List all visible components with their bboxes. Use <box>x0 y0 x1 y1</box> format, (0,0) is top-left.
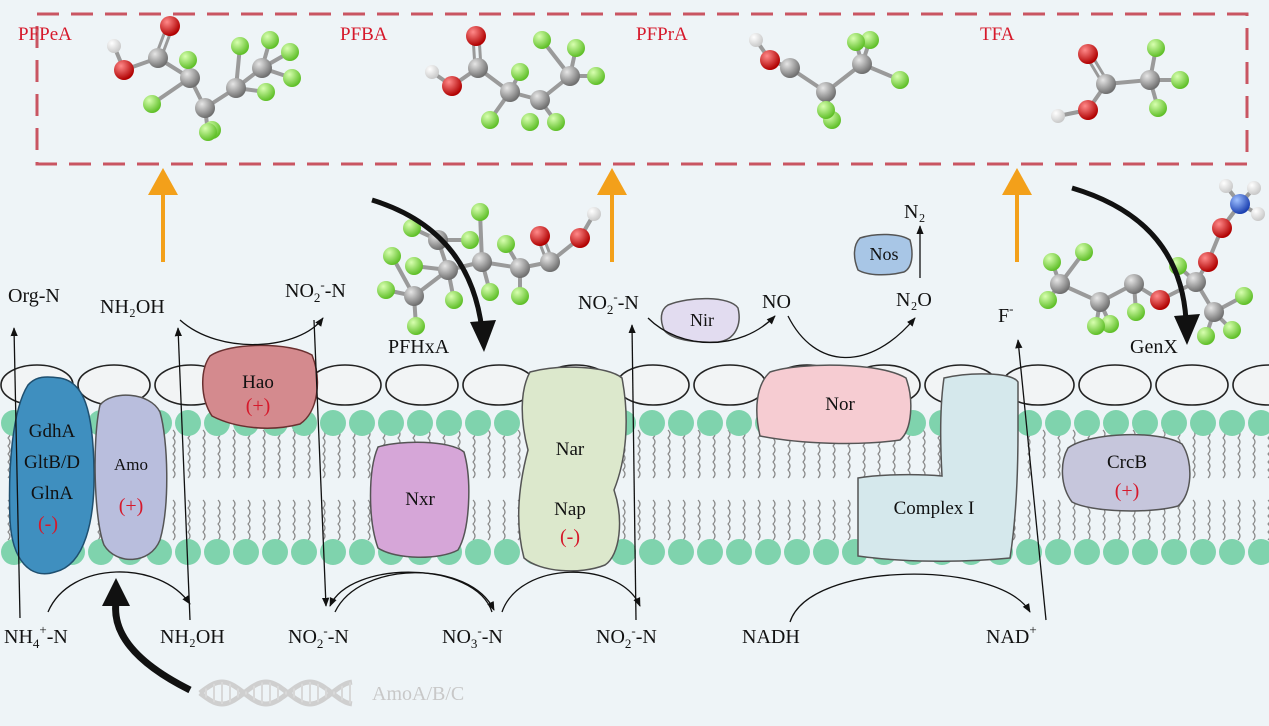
arrow-nh4-to-orgn <box>10 327 21 619</box>
enzyme-label-nar: Nar <box>556 439 585 460</box>
orange-arrow-3 <box>1002 168 1032 262</box>
arrow-nh2oh-up <box>174 327 191 621</box>
surface-ovals <box>0 364 1269 406</box>
molecule-genx <box>1039 179 1265 345</box>
molecule-pfhxa <box>377 203 601 335</box>
species-nh4: NH4+-N <box>4 622 68 651</box>
amo-enzyme <box>94 394 168 561</box>
gdh-effect-sign: (-) <box>38 513 58 535</box>
arrow-no2-down <box>313 319 330 607</box>
reaction-arrows <box>10 225 1047 623</box>
nap-effect-sign: (-) <box>560 526 580 548</box>
crcb-effect-sign: (+) <box>1115 480 1140 502</box>
species-nh2oh-top: NH₂OH <box>100 296 165 318</box>
arrow-no3-to-no2-left <box>329 571 493 613</box>
hao-enzyme <box>202 344 319 429</box>
orange-arrows <box>148 168 1032 262</box>
molecule-pfpea <box>107 16 301 141</box>
arrow-nh2oh-to-no2 <box>179 317 324 346</box>
molecule-pfba <box>425 26 605 131</box>
product-label-tfa: TFA <box>980 24 1015 45</box>
arrow-no2-up <box>628 324 637 621</box>
product-label-pfba: PFBA <box>340 24 388 45</box>
pollutant-label-genx: GenX <box>1130 336 1178 358</box>
species-no3: NO3--N <box>442 623 503 651</box>
hao-effect-sign: (+) <box>246 395 271 417</box>
orange-arrow-2 <box>597 168 627 262</box>
gene-induction-arrow <box>102 578 192 694</box>
nar-nap-enzyme <box>518 366 627 572</box>
species-nh2oh-bottom: NH₂OH <box>160 626 225 648</box>
species-org-n: Org-N <box>8 285 60 307</box>
arrow-no2-to-no <box>647 315 776 343</box>
species-nad: NAD+ <box>986 622 1037 648</box>
nos-enzyme <box>853 233 913 276</box>
enzyme-label-gltbd: GltB/D <box>24 452 80 473</box>
enzyme-label-nos: Nos <box>869 244 898 264</box>
enzyme-label-nir: Nir <box>690 310 714 330</box>
enzyme-label-hao: Hao <box>242 372 274 393</box>
molecule-pfpra <box>749 31 909 129</box>
orange-arrow-1 <box>148 168 178 262</box>
enzyme-label-crcb: CrcB <box>1107 452 1147 473</box>
enzyme-label-amo: Amo <box>114 455 148 474</box>
enzyme-label-gdha: GdhA <box>29 421 76 442</box>
genx-uptake-arrow <box>1071 185 1200 345</box>
nxr-enzyme <box>369 441 470 558</box>
enzyme-label-nap: Nap <box>554 499 586 520</box>
enzyme-label-glna: GlnA <box>31 483 74 504</box>
molecule-tfa <box>1051 39 1189 123</box>
arrow-no2-to-no3 <box>334 572 495 613</box>
arrow-f-export <box>1015 339 1047 621</box>
arrow-nadh-to-nad <box>789 573 1031 623</box>
crcb-enzyme <box>1061 433 1191 512</box>
enzyme-label-complex1: Complex I <box>894 498 975 519</box>
pollutant-label-pfhxa: PFHxA <box>388 336 450 358</box>
arrow-nh4-to-nh2oh <box>47 571 191 613</box>
species-no2-bottom-1: NO2--N <box>288 623 349 651</box>
species-no2-top-mid: NO2--N <box>578 289 639 317</box>
amo-effect-sign: (+) <box>119 495 144 517</box>
arrow-no-to-n2o <box>787 315 916 359</box>
species-n2o: N₂O <box>896 289 932 311</box>
gene-label: AmoA/B/C <box>372 683 464 705</box>
dna-helix-icon <box>198 679 353 707</box>
product-label-pfpea: PFPeA <box>18 24 72 45</box>
product-label-pfpra: PFPrA <box>636 24 688 45</box>
species-nadh: NADH <box>742 626 800 648</box>
enzyme-label-nor: Nor <box>825 394 855 415</box>
pfhxa-uptake-arrow <box>371 197 496 352</box>
species-no2-bottom-2: NO2--N <box>596 623 657 651</box>
species-f-ion: F- <box>998 301 1013 327</box>
species-no2-top-left: NO2--N <box>285 277 346 305</box>
molecule-models <box>107 16 1265 345</box>
gdh-enzyme <box>8 376 95 575</box>
complex1-enzyme <box>857 373 1019 562</box>
nor-enzyme <box>756 364 912 445</box>
arrow-no3-to-no2-right <box>501 571 641 613</box>
species-n2: N₂ <box>904 201 925 223</box>
species-no: NO <box>762 291 791 313</box>
enzyme-label-nxr: Nxr <box>405 489 435 510</box>
